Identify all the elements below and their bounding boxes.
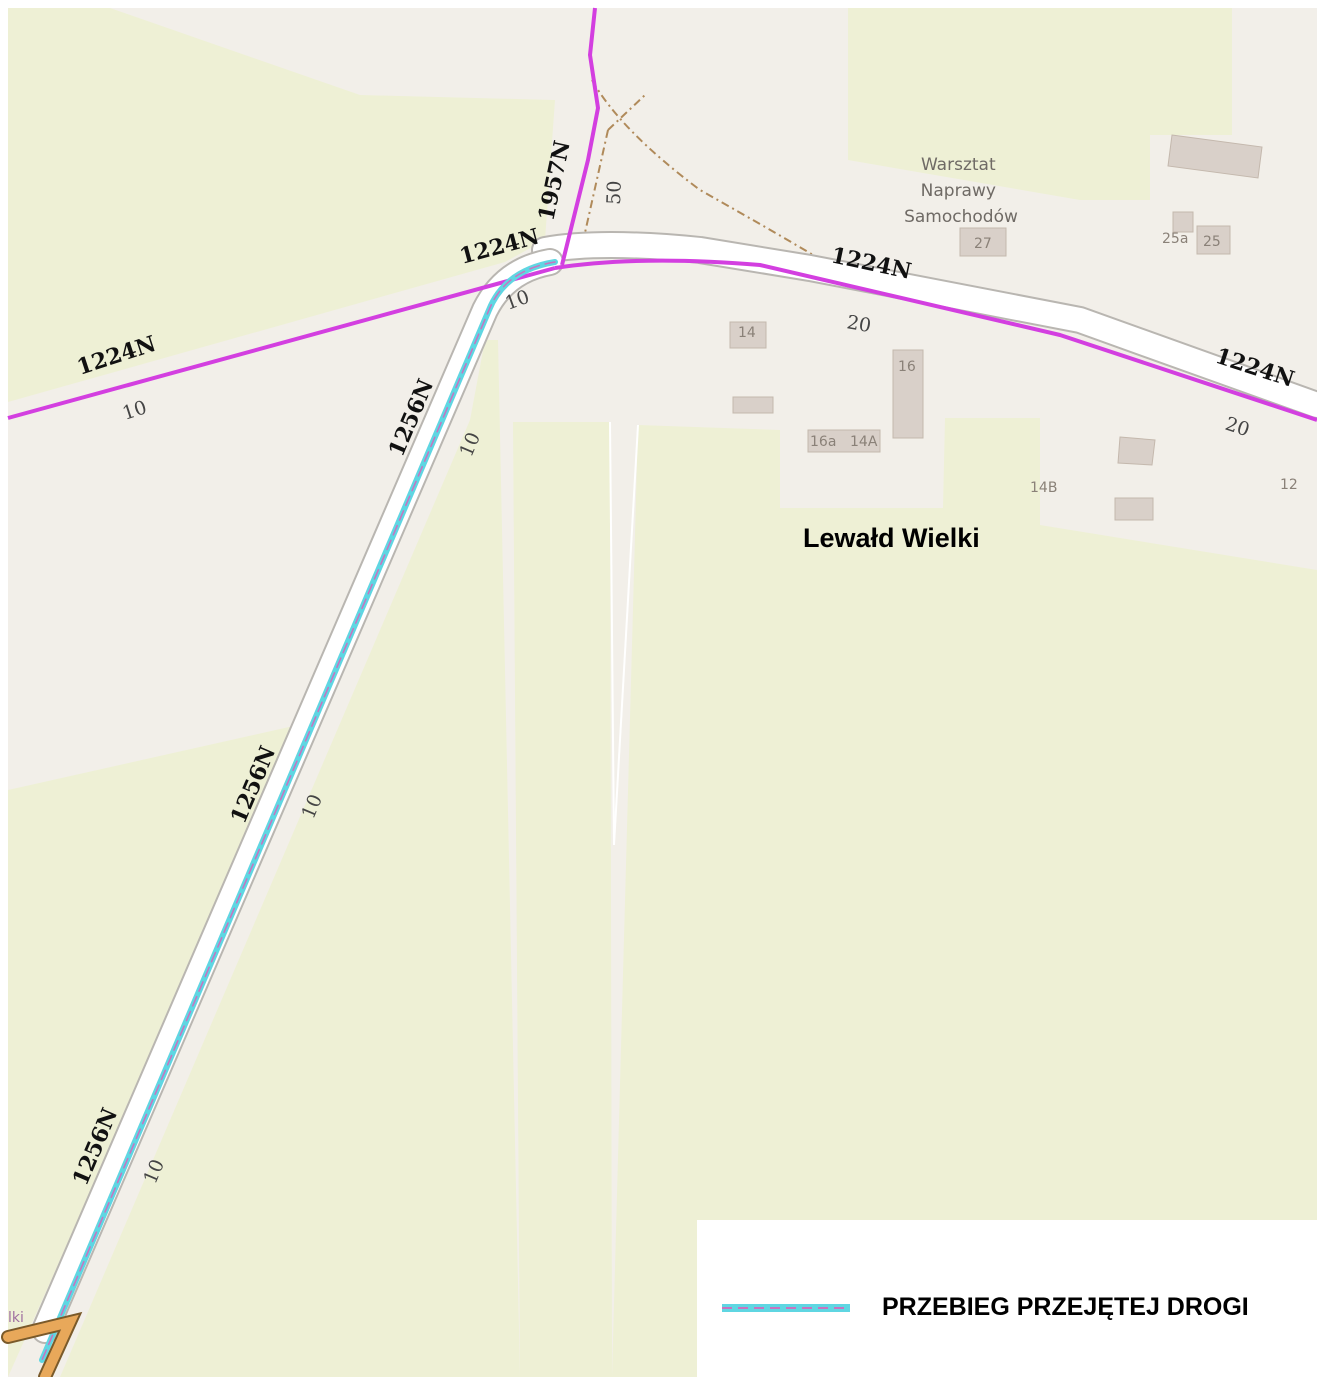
farmland-strip-center xyxy=(513,422,612,1377)
building xyxy=(807,429,881,453)
house-number: 27 xyxy=(974,236,992,252)
building xyxy=(1117,436,1156,466)
legend: PRZEBIEG PRZEJĘTEJ DROGI xyxy=(697,1220,1317,1377)
building xyxy=(892,349,924,439)
house-number: 14A xyxy=(850,434,878,450)
edge-fragment-label: lki xyxy=(8,1310,24,1326)
boundary-north xyxy=(560,7,600,266)
field-lines xyxy=(609,421,639,846)
tracks xyxy=(579,79,831,266)
buildings xyxy=(729,134,1263,521)
farmland-strip-west xyxy=(60,340,520,1377)
boundary-west xyxy=(7,266,556,420)
legend-box xyxy=(697,1220,1317,1377)
building xyxy=(1196,225,1231,255)
farmland-north xyxy=(848,8,1232,200)
poi-label: Warsztat Naprawy Samochodów xyxy=(904,155,1018,227)
farmland-northwest xyxy=(8,8,555,402)
house-number: 12 xyxy=(1280,477,1298,493)
other-road xyxy=(1,1311,83,1377)
house-number: 16 xyxy=(898,359,916,375)
building xyxy=(959,227,1007,257)
boundary-east xyxy=(554,258,1317,422)
building xyxy=(1114,497,1154,521)
house-number: 25a xyxy=(1162,231,1188,247)
house-number: 14B xyxy=(1030,480,1057,496)
house-number: 16a xyxy=(810,434,836,450)
track-northeast xyxy=(591,79,831,266)
speed-label: 50 xyxy=(603,180,626,205)
speed-label: 20 xyxy=(845,311,873,337)
place-label: Lewałd Wielki xyxy=(803,523,980,553)
building xyxy=(1167,134,1263,179)
building xyxy=(729,321,767,349)
house-number: 14 xyxy=(738,325,756,341)
road-1224N xyxy=(531,231,1317,419)
building xyxy=(1172,211,1194,233)
house-number: 25 xyxy=(1203,234,1221,250)
taken-road-route xyxy=(39,259,558,1363)
poi-label-line: Samochodów xyxy=(904,207,1018,227)
admin-boundaries xyxy=(7,7,1317,422)
poi-label-line: Warsztat xyxy=(921,155,996,175)
house-numbers: 27 25a 25 14 16 16a 14A 14B 12 xyxy=(738,231,1298,496)
poi-label-line: Naprawy xyxy=(921,181,996,201)
farmland-strip-east xyxy=(612,418,1317,1377)
legend-label: PRZEBIEG PRZEJĘTEJ DROGI xyxy=(882,1293,1249,1321)
building xyxy=(732,396,774,414)
track-north-spur xyxy=(579,129,609,256)
track-north xyxy=(607,94,646,131)
